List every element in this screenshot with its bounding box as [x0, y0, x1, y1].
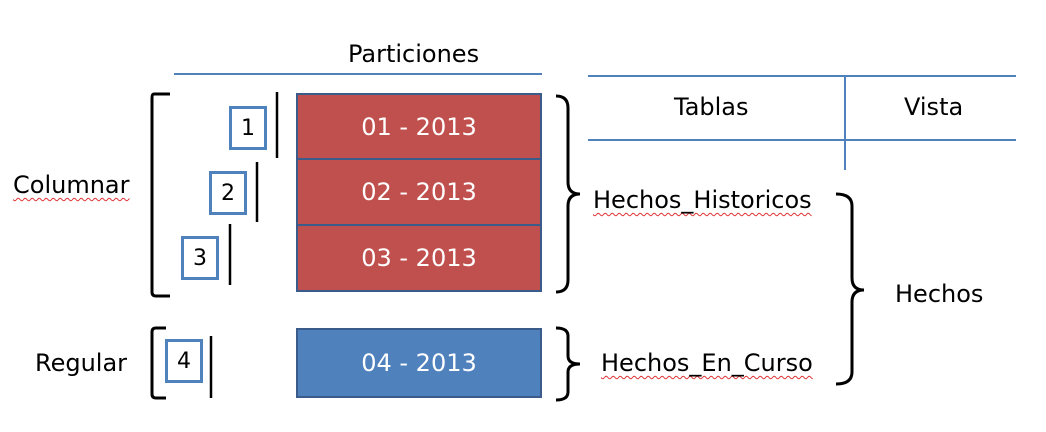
- hechos-label: Hechos: [895, 280, 984, 308]
- partition-block-3: 03 - 2013: [296, 224, 542, 292]
- tablas-label: Tablas: [674, 93, 749, 121]
- vista-label: Vista: [904, 93, 964, 121]
- partition-number-3: 3: [181, 236, 219, 280]
- hechos-historicos-label: Hechos_Historicos: [593, 186, 812, 214]
- historicos-brace: [555, 94, 581, 294]
- partition-block-2: 02 - 2013: [296, 158, 542, 226]
- partition-number-2: 2: [209, 171, 247, 215]
- partition-number-4: 4: [165, 339, 203, 383]
- columnar-left-bracket: [150, 92, 170, 298]
- partition-block-4: 04 - 2013: [296, 328, 542, 398]
- hechos-brace: [835, 192, 865, 386]
- particiones-title: Particiones: [348, 40, 480, 68]
- columnar-label: Columnar: [13, 171, 130, 199]
- regular-left-bracket: [150, 326, 166, 400]
- hechos-en-curso-label: Hechos_En_Curso: [601, 349, 813, 377]
- partition-block-1: 01 - 2013: [296, 93, 542, 160]
- partition-number-1: 1: [229, 106, 267, 150]
- regular-label: Regular: [35, 349, 128, 377]
- en-curso-brace: [555, 326, 581, 402]
